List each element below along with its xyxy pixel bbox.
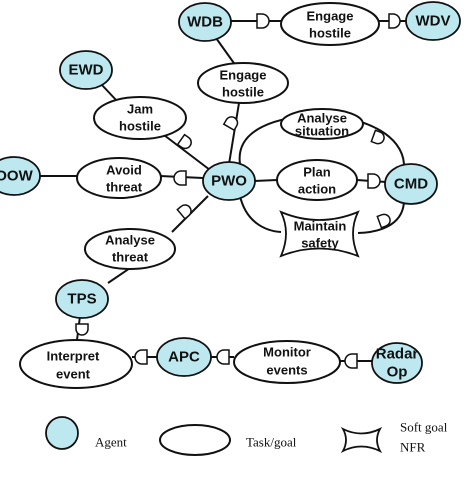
edge-wdb-engage-mid xyxy=(215,37,237,67)
task-avoid-threat: Avoid threat xyxy=(76,157,162,199)
agent-circle xyxy=(405,1,461,41)
edge-loop-lower xyxy=(239,195,405,234)
agent-label: OOW xyxy=(0,168,34,185)
dep-marker xyxy=(75,323,89,336)
agent-radar-op: Radar Op xyxy=(371,342,423,384)
dep-marker xyxy=(176,204,192,220)
task-label: hostile xyxy=(119,119,161,134)
edge-jam-pwo xyxy=(159,131,211,171)
task-label: situation xyxy=(295,124,349,139)
agent-label: WDV xyxy=(416,13,451,30)
agent-cmd: CMD xyxy=(384,163,438,205)
agent-label: Radar xyxy=(376,346,419,363)
softgoal-label: safety xyxy=(301,236,339,251)
dep-marker xyxy=(376,213,391,229)
legend-task-symbol xyxy=(159,424,231,456)
agent-circle xyxy=(55,279,109,319)
agent-circle xyxy=(0,156,41,196)
task-label: Engage xyxy=(220,68,267,83)
legend-agent-label: Agent xyxy=(95,435,127,450)
dep-marker xyxy=(370,129,385,145)
agent-wdb: WDB xyxy=(178,2,232,42)
agent-label: CMD xyxy=(394,176,428,193)
task-label: hostile xyxy=(222,85,264,100)
task-label: Engage xyxy=(307,9,354,24)
agent-apc: APC xyxy=(156,337,212,377)
legend: Agent Task/goal Soft goal NFR xyxy=(45,416,448,456)
task-ellipse xyxy=(280,2,380,46)
agent-circle xyxy=(384,163,438,205)
legend-softgoal-label-2: NFR xyxy=(400,440,426,455)
agent-label: APC xyxy=(168,349,200,366)
dependency-markers xyxy=(75,13,401,369)
dep-marker xyxy=(216,349,230,365)
task-analyse-situation: Analyse situation xyxy=(280,108,364,140)
dep-marker xyxy=(388,13,401,29)
dep-marker xyxy=(134,349,148,365)
agent-circle xyxy=(59,50,113,90)
agent-circle xyxy=(371,342,423,384)
edge-engage-mid-pwo xyxy=(228,102,240,165)
agent-circle xyxy=(178,2,232,42)
task-label: Analyse xyxy=(297,111,347,126)
agent-ewd: EWD xyxy=(59,50,113,90)
legend-softgoal-label: Soft goal xyxy=(400,420,448,435)
task-label: hostile xyxy=(309,26,351,41)
agent-pwo: PWO xyxy=(202,161,256,201)
agent-circle xyxy=(202,161,256,201)
legend-softgoal-symbol xyxy=(340,426,383,454)
task-ellipse xyxy=(93,96,187,140)
softgoal-maintain-safety: Maintain safety xyxy=(279,210,360,258)
agent-label: Op xyxy=(387,364,408,381)
task-monitor-events: Monitor events xyxy=(233,340,341,384)
softgoal-shape xyxy=(279,210,360,258)
agent-circle xyxy=(156,337,212,377)
task-ellipse xyxy=(280,108,364,140)
task-label: Plan xyxy=(303,165,331,180)
task-ellipse xyxy=(84,228,176,270)
dep-marker xyxy=(173,170,187,186)
task-plan-action: Plan action xyxy=(276,159,358,201)
dep-marker xyxy=(176,133,192,150)
agent-label: WDB xyxy=(187,14,223,31)
task-label: Analyse xyxy=(105,233,155,248)
task-engage-hostile-mid: Engage hostile xyxy=(197,62,289,104)
task-label: Monitor xyxy=(263,345,311,360)
legend-task-label: Task/goal xyxy=(246,435,297,450)
task-label: Jam xyxy=(127,102,153,117)
task-label: threat xyxy=(106,180,143,195)
task-ellipse xyxy=(76,157,162,199)
task-jam-hostile: Jam hostile xyxy=(93,96,187,140)
task-label: events xyxy=(266,363,307,378)
task-ellipse xyxy=(276,159,358,201)
agent-oow: OOW xyxy=(0,156,41,196)
agent-label: PWO xyxy=(211,173,247,190)
task-label: action xyxy=(298,182,336,197)
legend-agent-symbol xyxy=(45,416,79,450)
dep-marker xyxy=(256,13,270,29)
task-label: threat xyxy=(112,250,149,265)
dep-marker xyxy=(344,353,358,369)
agent-label: EWD xyxy=(69,62,104,79)
edge-ewd-jam xyxy=(100,83,118,102)
edge-pwo-plan xyxy=(253,179,278,182)
task-ellipse xyxy=(197,62,289,104)
task-ellipse xyxy=(233,340,341,384)
task-label: Avoid xyxy=(106,163,142,178)
task-analyse-threat: Analyse threat xyxy=(84,228,176,270)
task-interpret-event: Interpret event xyxy=(19,339,133,389)
task-label: Interpret xyxy=(47,349,100,364)
dep-marker xyxy=(222,116,239,132)
dep-marker xyxy=(367,173,381,189)
agent-tps: TPS xyxy=(55,279,109,319)
task-label: event xyxy=(56,367,91,382)
softgoal-label: Maintain xyxy=(294,219,347,234)
agent-label: TPS xyxy=(67,291,96,308)
agent-wdv: WDV xyxy=(405,1,461,41)
task-engage-hostile-top: Engage hostile xyxy=(280,2,380,46)
task-ellipse xyxy=(19,339,133,389)
